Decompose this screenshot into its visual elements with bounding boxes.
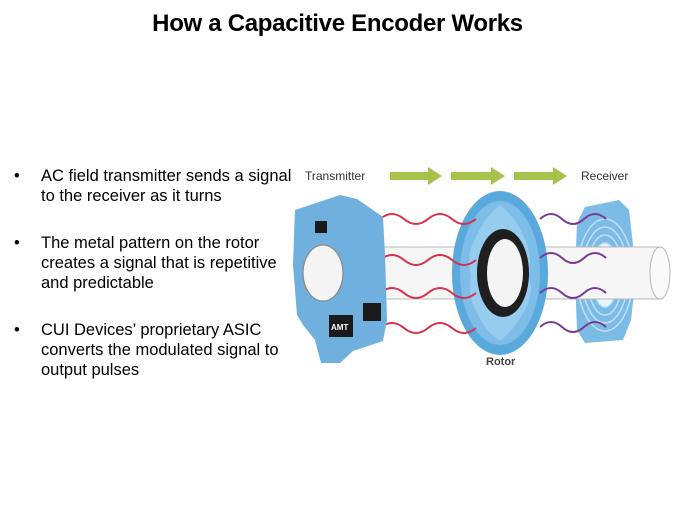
wave-purple (539, 287, 607, 299)
slide-title: How a Capacitive Encoder Works (152, 10, 523, 37)
rotor-label: Rotor (486, 356, 516, 368)
bullet-item: • The metal pattern on the rotor creates… (14, 233, 299, 293)
bullet-dot: • (14, 167, 20, 185)
signal-waves (379, 213, 607, 334)
bullet-text: AC field transmitter sends a signal to t… (41, 167, 292, 205)
transmitter-board: AMT (293, 195, 387, 363)
chip-icon (363, 303, 381, 321)
bullet-item: • AC field transmitter sends a signal to… (14, 166, 299, 206)
bullet-item: • CUI Devices’ proprietary ASIC converts… (14, 320, 299, 380)
direction-arrows (390, 167, 567, 185)
wave-purple (539, 321, 607, 333)
wave-red (379, 287, 477, 299)
amt-chip-icon (329, 315, 353, 337)
wave-red (379, 254, 477, 266)
arrow-icon (451, 167, 505, 185)
bullet-text: CUI Devices’ proprietary ASIC converts t… (41, 321, 279, 379)
arrow-icon (390, 167, 442, 185)
bullet-text: The metal pattern on the rotor creates a… (41, 234, 277, 292)
bullet-dot: • (14, 234, 20, 252)
chip-label: AMT (331, 323, 348, 332)
arrow-icon (514, 167, 567, 185)
bullet-dot: • (14, 321, 20, 339)
wave-purple (539, 252, 607, 264)
transmitter-label: Transmitter (305, 169, 365, 183)
wave-red (379, 322, 477, 334)
wave-red (379, 213, 477, 225)
receiver-label: Receiver (581, 169, 628, 183)
capacitive-encoder-diagram: Transmitter Receiver Rotor (293, 167, 671, 368)
rotor-disk (452, 191, 548, 355)
bullet-list: • AC field transmitter sends a signal to… (14, 166, 299, 407)
wave-purple (539, 213, 607, 225)
chip-icon (315, 221, 327, 233)
